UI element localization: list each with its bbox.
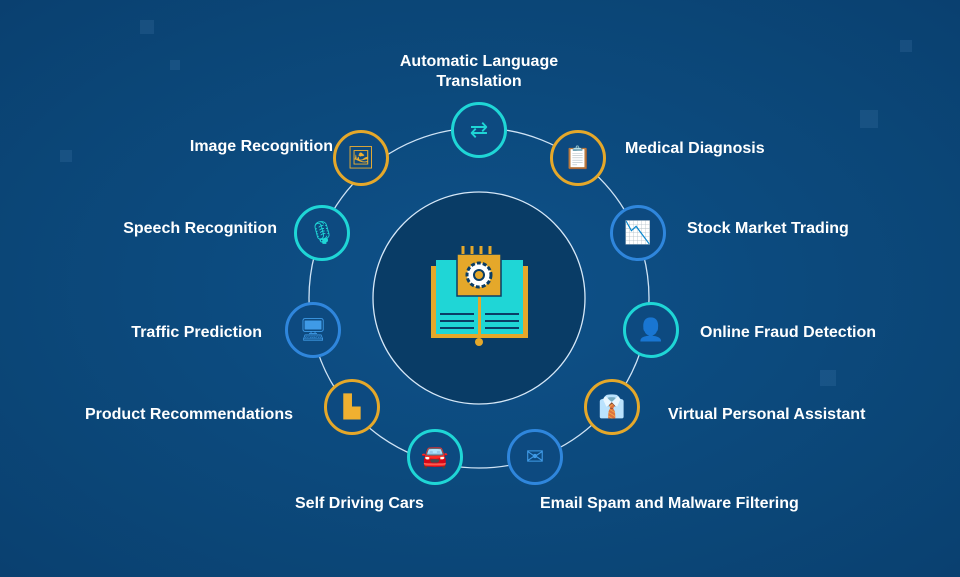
envelope-block-icon[interactable]: ✉ — [507, 429, 563, 485]
clipboard-icon[interactable]: 📋 — [550, 130, 606, 186]
decor-square — [60, 150, 72, 162]
label-self-driving-cars: Self Driving Cars — [295, 495, 424, 512]
person-icon[interactable]: 👔 — [584, 379, 640, 435]
traffic-robot-icon[interactable]: 🖥 — [285, 302, 341, 358]
label-line: Automatic Language — [399, 53, 559, 70]
label-stock-market-trading: Stock Market Trading — [687, 220, 849, 237]
label-image-recognition: Image Recognition — [189, 138, 333, 155]
translate-icon[interactable]: ⇄ — [451, 102, 507, 158]
label-email-spam-filtering: Email Spam and Malware Filtering — [540, 495, 799, 512]
decor-square — [170, 60, 180, 70]
label-medical-diagnosis: Medical Diagnosis — [625, 140, 765, 157]
decor-square — [820, 370, 836, 386]
microphone-icon[interactable]: 🎙 — [294, 205, 350, 261]
decor-square — [140, 20, 154, 34]
decor-square — [860, 110, 878, 128]
product-chat-icon[interactable]: ▙ — [324, 379, 380, 435]
stock-chart-icon[interactable]: 📉 — [610, 205, 666, 261]
label-line: Translation — [436, 73, 522, 90]
car-signal-icon[interactable]: 🚘 — [407, 429, 463, 485]
label-online-fraud-detection: Online Fraud Detection — [700, 324, 877, 341]
label-traffic-prediction: Traffic Prediction — [131, 324, 262, 341]
label-virtual-personal-assistant: Virtual Personal Assistant — [668, 406, 866, 423]
label-product-recommendations: Product Recommendations — [84, 406, 293, 423]
book-chip-gear-icon — [431, 246, 528, 346]
user-monitor-icon[interactable]: 👤 — [623, 302, 679, 358]
image-icon[interactable]: 🖼 — [333, 130, 389, 186]
decor-square — [900, 40, 912, 52]
label-speech-recognition: Speech Recognition — [123, 220, 277, 237]
